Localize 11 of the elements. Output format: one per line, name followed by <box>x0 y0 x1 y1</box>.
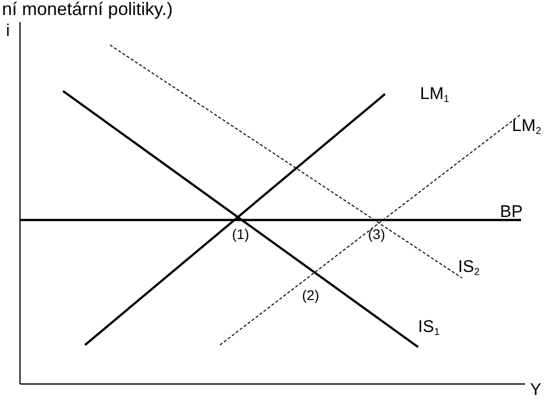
axis-label: i <box>6 22 10 41</box>
point-label: (3) <box>368 227 386 242</box>
curve-label: IS$_{2}$ <box>458 258 480 278</box>
point-label: (1) <box>232 227 250 242</box>
curve-label: LM$_{2}$ <box>512 117 542 137</box>
axis-label: Y <box>530 381 542 400</box>
curve-label: BP <box>500 203 523 222</box>
curve-label: LM$_{1}$ <box>420 85 450 105</box>
curve-label: IS$_{1}$ <box>418 318 440 338</box>
point-label: (2) <box>302 288 320 304</box>
heading-text: ní monetární politiky.) <box>2 0 173 20</box>
